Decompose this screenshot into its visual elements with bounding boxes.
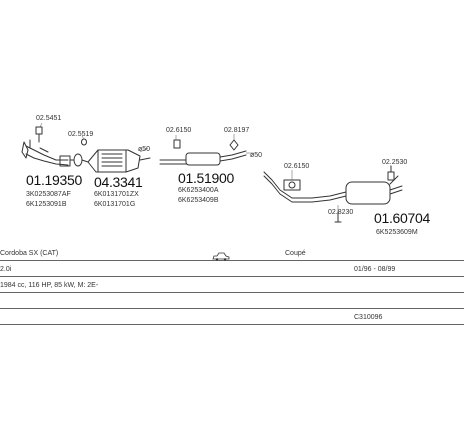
connecting-pipe	[263, 171, 347, 203]
part-label-02-6150-b: 02.6150	[284, 163, 310, 170]
part-label-02-6150-a: 02.6150	[166, 127, 192, 134]
part-label-02-8197: 02.8197	[224, 127, 250, 134]
table-row-model: Cordoba SX (CAT) Coupé	[0, 245, 464, 261]
middle-silencer-ref-2: 6K6253409B	[178, 197, 219, 204]
part-number-middle-silencer: 01.51900	[178, 170, 234, 186]
engine-spec: 1984 cc, 116 HP, 85 kW, M: 2E-	[0, 282, 99, 289]
gasket-part-02-5519	[69, 138, 87, 167]
front-pipe-ref-1: 3K0253087AF	[26, 191, 71, 198]
model-name: Cordoba SX (CAT)	[0, 250, 59, 257]
part-number-front-pipe: 01.19350	[26, 172, 82, 188]
catalog-code: C310096	[354, 314, 383, 321]
middle-silencer-part	[159, 139, 247, 166]
car-icon	[212, 248, 230, 266]
bracket-part-02-5451	[35, 126, 43, 143]
part-label-02-5451: 02.5451	[36, 115, 62, 122]
front-pipe-ref-2: 6K1253091B	[26, 201, 67, 208]
part-label-02-5519: 02.5519	[68, 131, 94, 138]
part-label-02-8230: 02.8230	[328, 209, 354, 216]
table-row-code: C310096	[0, 309, 464, 325]
part-number-catalyst: 04.3341	[94, 174, 143, 190]
clamp-part-02-2530	[387, 165, 395, 181]
part-label-02-2530: 02.2530	[382, 159, 408, 166]
middle-silencer-ref-1: 6K6253400A	[178, 187, 219, 194]
catalyst-ref-1: 6K0131701ZX	[94, 191, 139, 198]
engine-type: 2.0i	[0, 266, 12, 273]
middle-diameter: ø50	[250, 152, 263, 159]
table-row-spec: 1984 cc, 116 HP, 85 kW, M: 2E-	[0, 277, 464, 293]
production-years: 01/96 - 08/99	[354, 266, 396, 273]
table-row-empty	[0, 293, 464, 309]
body-type: Coupé	[285, 250, 306, 257]
rear-silencer-ref: 6K5253609M	[376, 229, 418, 236]
table-row-engine: 2.0i 01/96 - 08/99	[0, 261, 464, 277]
exhaust-system-diagram	[21, 122, 403, 223]
front-pipe-part	[21, 139, 71, 167]
catalyst-ref-2: 6K0131701G	[94, 201, 136, 208]
catalyst-diameter: ø50	[138, 146, 151, 153]
part-number-rear-silencer: 01.60704	[374, 210, 430, 226]
catalyst-part	[81, 149, 151, 173]
